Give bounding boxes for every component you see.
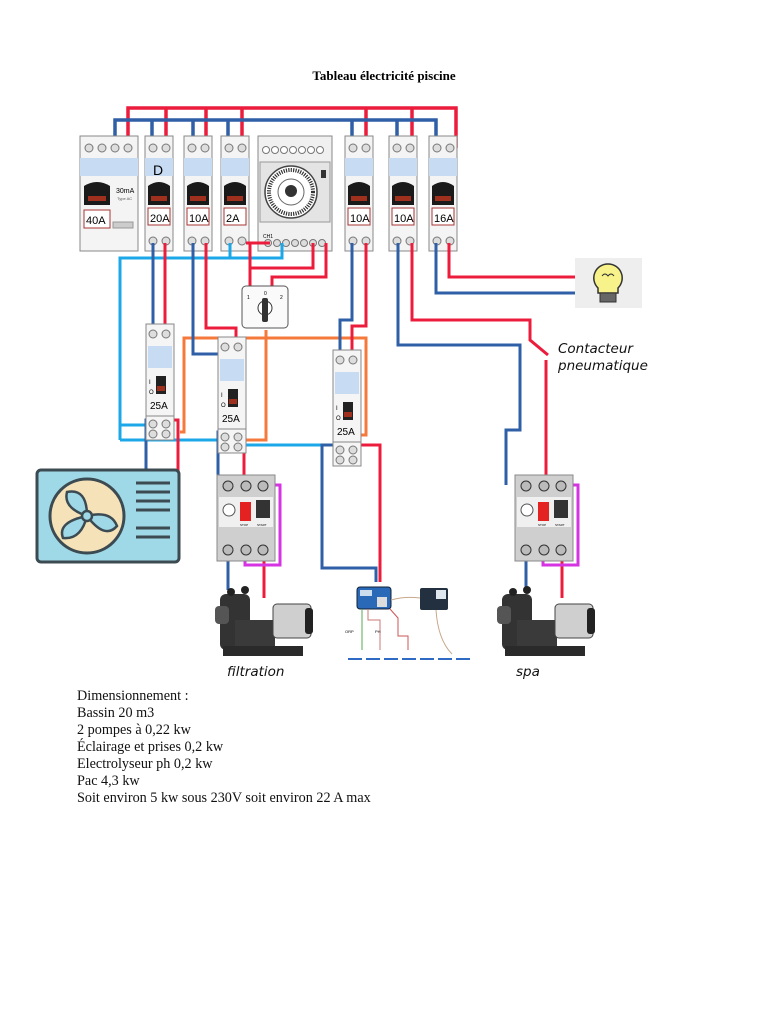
start-label: START (555, 523, 565, 527)
pneumatic-contactor-label: Contacteur pneumatique (558, 341, 648, 375)
differential-sensitivity: 30mA (116, 188, 135, 195)
differential-rating: 40A (86, 215, 106, 227)
notes-heading: Dimensionnement : (77, 688, 189, 704)
stop-label: STOP (538, 523, 546, 527)
selector-pos-0: 0 (264, 291, 267, 297)
stop-label: STOP (240, 523, 248, 527)
stop-button[interactable] (538, 502, 549, 521)
phase-busbar (126, 106, 458, 148)
motor-protector-spa[interactable]: STOP START (514, 474, 574, 562)
breaker-rating: 10A (394, 213, 414, 225)
circuit-breaker-10A[interactable]: 10A (183, 135, 213, 252)
pneumatic-label-line-1: Contacteur (558, 341, 633, 357)
breaker-rating: 16A (434, 213, 454, 225)
breaker-rating: 20A (150, 213, 170, 225)
start-button[interactable] (256, 500, 270, 518)
stop-button[interactable] (240, 502, 251, 521)
sizing-notes: Dimensionnement : Bassin 20 m3 2 pompes … (77, 688, 371, 807)
contactor-rating: 25A (222, 414, 240, 425)
circuit-breaker-10A[interactable]: 10A (388, 135, 418, 252)
differential-breaker[interactable]: 40A 30mA Type AC (79, 135, 139, 252)
filtration-label: filtration (227, 664, 285, 680)
notes-line: Electrolyseur ph 0,2 kw (77, 756, 213, 772)
contactor-on-label: I (221, 393, 223, 399)
notes-line: 2 pompes à 0,22 kw (77, 722, 191, 738)
ph-tag: PH (375, 629, 381, 634)
notes-line: Bassin 20 m3 (77, 705, 155, 721)
breaker-rating: 10A (189, 213, 209, 225)
differential-type: Type AC (117, 196, 132, 201)
contactor-rating: 25A (150, 401, 168, 412)
contactor-rating: 25A (337, 427, 355, 438)
pool-pump-spa (497, 586, 595, 656)
pool-pump-filtration (215, 586, 313, 656)
circuit-breaker-10A[interactable]: 10A (344, 135, 374, 252)
notes-line: Éclairage et prises 0,2 kw (77, 739, 224, 755)
lamp (575, 258, 642, 308)
notes-line: Pac 4,3 kw (77, 773, 140, 789)
contactor-off-label: O (149, 390, 154, 396)
start-label: START (257, 523, 267, 527)
diagram-title: Tableau électricité piscine (312, 68, 456, 83)
selector-switch[interactable]: 1 0 2 (241, 285, 289, 329)
contactor-on-label: I (336, 406, 338, 412)
pneumatic-label-line-2: pneumatique (558, 358, 648, 374)
selector-pos-1: 1 (247, 295, 250, 301)
breaker-rating: 10A (350, 213, 370, 225)
spa-label: spa (516, 664, 540, 680)
contactor-on-label: I (149, 380, 151, 386)
electrolyser: ORP PH (345, 586, 470, 660)
timer-clock[interactable]: CH1 (257, 135, 333, 252)
notes-line: Soit environ 5 kw sous 230V soit environ… (77, 790, 371, 806)
contactor-off-label: O (221, 403, 226, 409)
timer-contact-label: CH1 (263, 234, 273, 240)
selector-pos-2: 2 (280, 295, 283, 301)
breaker-curve-marking: D (153, 162, 163, 178)
contactor-3[interactable]: IO 25A (332, 349, 362, 467)
contactor-1[interactable]: IO 25A (145, 323, 175, 441)
contactor-2[interactable]: IO 25A (217, 336, 247, 454)
circuit-breaker-16A[interactable]: 16A (428, 135, 458, 252)
motor-protector-filtration[interactable]: STOP START (216, 474, 276, 562)
orp-tag: ORP (345, 629, 354, 634)
start-button[interactable] (554, 500, 568, 518)
circuit-breaker-2A[interactable]: 2A (220, 135, 250, 252)
contactor-off-label: O (336, 416, 341, 422)
heat-pump-pac (35, 468, 181, 564)
circuit-breaker-20A[interactable]: 20A D (144, 135, 174, 252)
breaker-rating: 2A (226, 213, 240, 225)
